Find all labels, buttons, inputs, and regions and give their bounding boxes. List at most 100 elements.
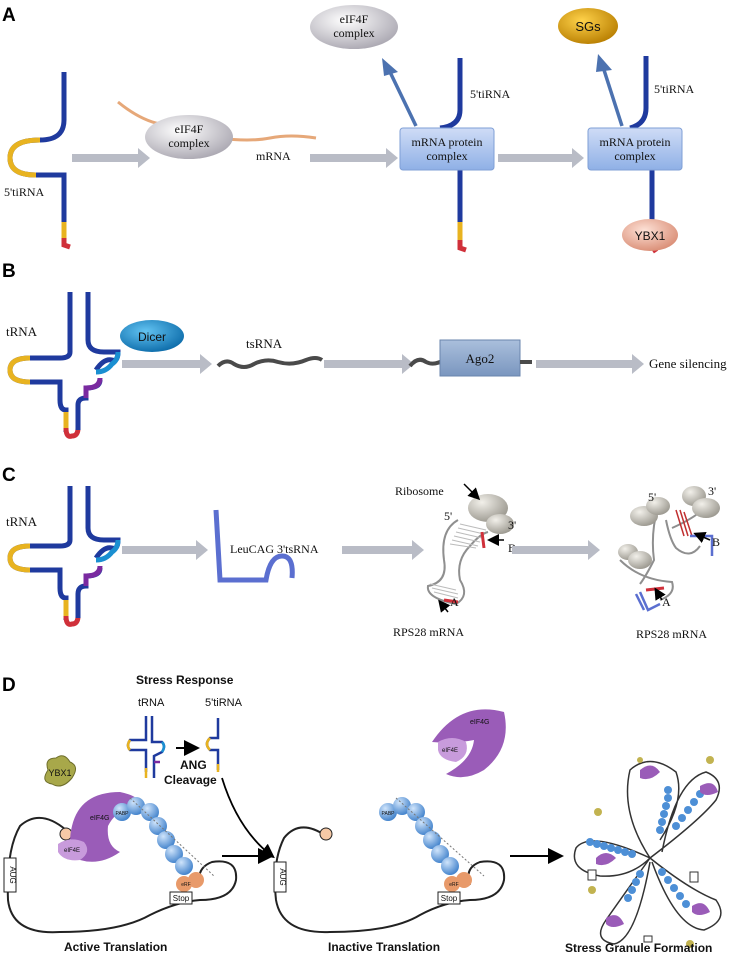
- stress-granule-label: Stress Granule Formation: [565, 941, 712, 955]
- mrna-protein-complex-right: [587, 127, 683, 171]
- five-prime-2: 5': [648, 490, 656, 504]
- pabp-chain-active: PABP: [113, 797, 193, 875]
- eif4e-shape-active: [58, 839, 88, 861]
- eif4f-complex: [145, 115, 233, 159]
- panel-b: B tRNA Dicer tsRNA Ago2 Gene sil: [2, 261, 727, 439]
- granule-pabp-chains: [586, 786, 704, 908]
- panel-d-letter: D: [2, 675, 16, 696]
- eif4e-label-inactive: eIF4E: [442, 748, 458, 754]
- eif4e-shape-inactive: [438, 738, 467, 762]
- ang-label: ANG: [180, 758, 207, 772]
- cleavage-to-inactive-arrow: [221, 777, 275, 859]
- ribosome-small: [486, 514, 514, 534]
- d-ybx1-blob: [44, 755, 76, 787]
- panel-a: A 5'tiRNA eIF4F complex mRNA eIF4F compl…: [2, 5, 695, 254]
- site-b-label-2: B: [712, 535, 720, 549]
- leucag-tsrna: [213, 509, 295, 583]
- ago2-box: [439, 339, 521, 377]
- stop-box-active: [169, 891, 193, 905]
- d-small-tirna: [205, 718, 220, 772]
- panel-c: C tRNA LeuCAG 3'tsRNA: [2, 465, 720, 641]
- mrna-protein-right-label-1: mRNA protein: [600, 135, 671, 149]
- released-eif4f: [310, 5, 398, 49]
- site-b-pointer-2: [693, 532, 711, 544]
- granule-eif4g: [596, 765, 718, 927]
- site-a-label-1: A: [450, 595, 459, 609]
- sgs-arrow-head: [596, 54, 612, 72]
- arrow-b3: [536, 354, 644, 374]
- eif4f-label-2: complex: [168, 136, 209, 150]
- arrow-b1: [122, 354, 212, 374]
- trna-c: [7, 486, 121, 627]
- tirna-right-label: 5'tiRNA: [654, 82, 695, 96]
- gene-silencing-label: Gene silencing: [649, 356, 727, 371]
- arrow-a2: [310, 148, 398, 168]
- site-a-pointer-1: [438, 599, 451, 613]
- cap-circle-inactive: [319, 827, 333, 841]
- eif4g-shape-inactive: [432, 709, 506, 778]
- arrow-b2: [324, 354, 414, 374]
- d-tirna-label: 5'tiRNA: [205, 697, 243, 709]
- three-prime-1: 3': [508, 518, 516, 532]
- ribosome-pointer: [463, 483, 481, 501]
- rps28-label-2: RPS28 mRNA: [636, 627, 707, 641]
- sgs-label: SGs: [575, 19, 601, 34]
- active-translation: AUG eIF4G eIF4E PABP eRF Stop: [3, 792, 238, 934]
- aug-label: AUG: [8, 866, 17, 883]
- stress-granule: [573, 756, 722, 948]
- active-translation-label: Active Translation: [64, 940, 167, 954]
- granule-ybx1: [588, 756, 714, 948]
- trna-c-label: tRNA: [6, 514, 38, 529]
- ybx1-label: YBX1: [635, 229, 666, 243]
- eif4g-label-active: eIF4G: [90, 815, 109, 822]
- arrow-a1: [72, 148, 150, 168]
- panel-b-letter: B: [2, 261, 16, 282]
- stop-box-inactive: [437, 891, 461, 905]
- trna-b-label: tRNA: [6, 324, 38, 339]
- tirna-left-label: 5'tiRNA: [4, 185, 45, 199]
- eif4e-label-active: eIF4E: [64, 848, 80, 854]
- released-eif4f-label-1: eIF4F: [340, 12, 369, 26]
- tsrna-label: tsRNA: [246, 336, 283, 351]
- cap-circle: [59, 827, 73, 841]
- tirna-left: [7, 72, 71, 250]
- panel-d: D Stress Response tRNA 5'tiRNA ANG Cleav…: [2, 673, 722, 955]
- tirna-right-top: [629, 56, 649, 131]
- cleavage-label: Cleavage: [164, 773, 217, 787]
- stop-label-active: Stop: [173, 894, 190, 903]
- five-prime-1: 5': [444, 509, 452, 523]
- tsrna-strand: [216, 356, 324, 369]
- release-arrow-head: [382, 58, 398, 76]
- arrow-c3: [512, 540, 600, 560]
- released-eif4f-label-2: complex: [333, 26, 374, 40]
- erf-label-active: eRF: [181, 882, 190, 888]
- stop-label-inactive: Stop: [441, 894, 458, 903]
- erf-label-inactive: eRF: [449, 882, 458, 888]
- mrna-protein-complex-mid: [399, 127, 495, 171]
- rps28-structure-1: [426, 494, 514, 606]
- leucag-label: LeuCAG 3'tsRNA: [230, 542, 319, 556]
- mrna-protein-mid-label-2: complex: [426, 149, 467, 163]
- ribosome-label: Ribosome: [395, 484, 444, 498]
- arrow-c1: [122, 540, 208, 560]
- panel-a-letter: A: [2, 5, 16, 26]
- d-small-trna: [126, 716, 166, 778]
- aug-box-inactive: [273, 861, 287, 893]
- mrna-label: mRNA: [256, 149, 291, 163]
- aug-box: [3, 857, 17, 893]
- tirna-mid-top: [439, 58, 463, 131]
- sgs-ellipse: [558, 8, 618, 44]
- eif4f-label-1: eIF4F: [175, 122, 204, 136]
- eif4g-label-inactive: eIF4G: [470, 719, 489, 726]
- dicer-label: Dicer: [138, 330, 166, 344]
- site-a-label-2: A: [662, 595, 671, 609]
- inactive-translation-label: Inactive Translation: [328, 940, 440, 954]
- dicer-ellipse: [120, 320, 184, 352]
- mrna-protein-right-label-2: complex: [614, 149, 655, 163]
- tirna-mid-label: 5'tiRNA: [470, 87, 511, 101]
- pabp-label-inactive: PABP: [382, 811, 396, 817]
- trna-b: [7, 292, 121, 439]
- pabp-label-active: PABP: [116, 811, 130, 817]
- d-ybx1-label: YBX1: [48, 768, 71, 778]
